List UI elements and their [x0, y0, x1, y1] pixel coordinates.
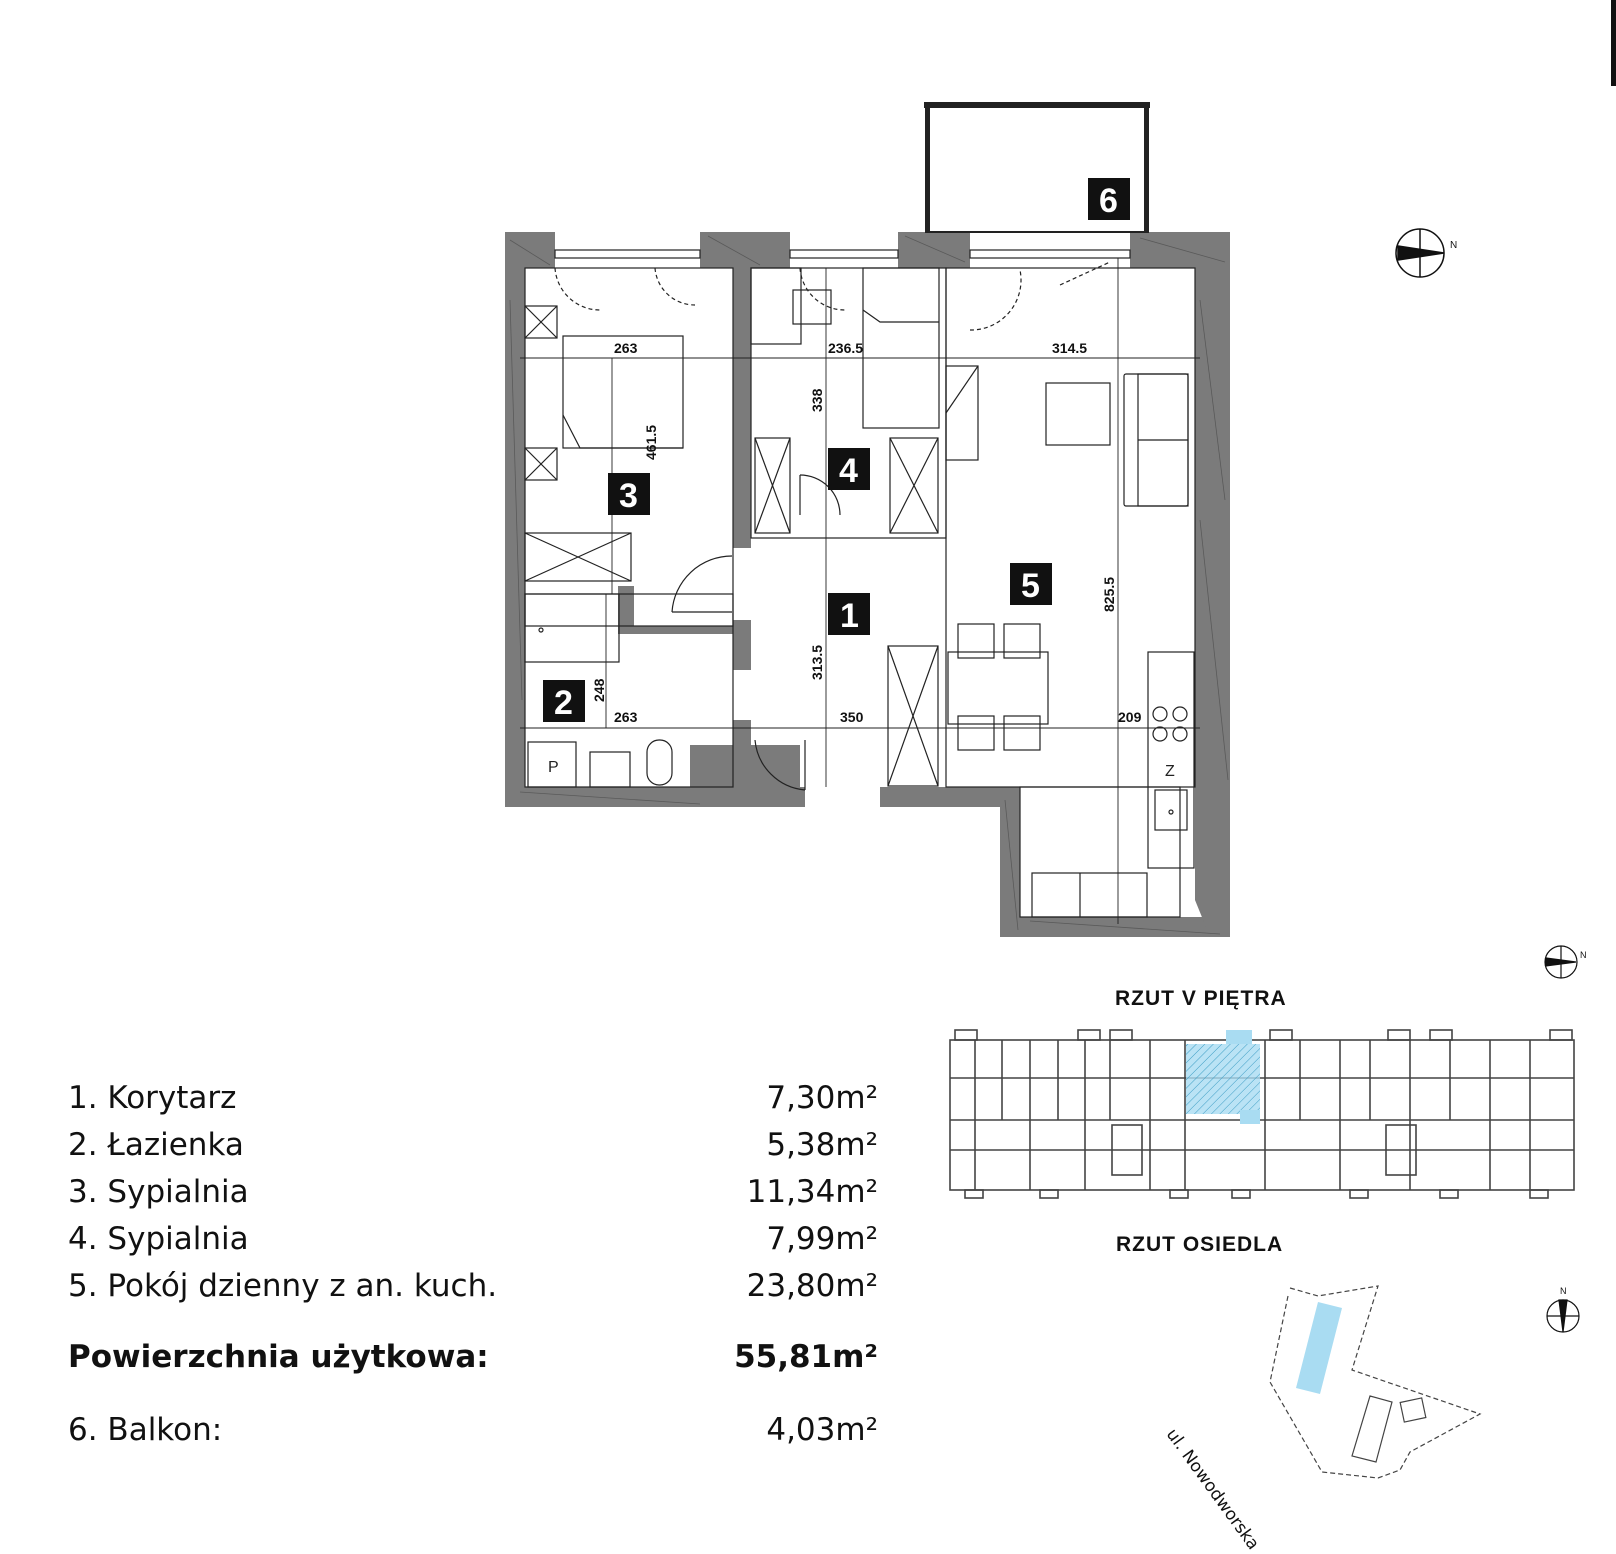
room-name: 2. Łazienka [68, 1127, 244, 1163]
area-row-2: 2. Łazienka 5,38m² [68, 1127, 878, 1174]
walls [505, 232, 1230, 937]
floor-highlight [1186, 1030, 1260, 1124]
room-label-2: 2 [554, 684, 573, 722]
site-plan-title: RZUT OSIEDLA [1116, 1233, 1284, 1256]
balcony-label: 6. Balkon: [68, 1412, 223, 1448]
area-row-1: 1. Korytarz 7,30m² [68, 1080, 878, 1127]
total-area-value: 55,81m² [734, 1339, 878, 1375]
svg-text:N: N [1580, 950, 1587, 960]
site-buildings [1296, 1302, 1427, 1463]
floor-key-plan [949, 1029, 1575, 1199]
fridge-label: Z [1165, 763, 1175, 780]
site-plan [1269, 1285, 1482, 1479]
room-label-5: 5 [1021, 567, 1040, 605]
room-label-6: 6 [1099, 182, 1118, 220]
dim-room4-depth: 338 [809, 388, 825, 412]
dim-corridor-width: 350 [840, 709, 864, 725]
dim-room2-width: 263 [614, 709, 638, 725]
dim-room4-width: 236.5 [828, 340, 863, 356]
room-labels: 1 2 3 4 5 6 [543, 178, 1130, 722]
north-arrow-icon: N [1546, 1286, 1580, 1333]
area-list: 1. Korytarz 7,30m² 2. Łazienka 5,38m² 3.… [68, 1080, 878, 1459]
dim-room5-width: 314.5 [1052, 340, 1087, 356]
svg-text:N: N [1450, 240, 1457, 251]
floor-plan-title: RZUT V PIĘTRA [1115, 987, 1287, 1010]
room-name: 5. Pokój dzienny z an. kuch. [68, 1268, 498, 1304]
room-outlines [524, 249, 1196, 918]
dim-kitchen-width: 209 [1118, 709, 1142, 725]
room-area: 5,38m² [766, 1127, 878, 1163]
total-area-row: Powierzchnia użytkowa: 55,81m² [68, 1339, 878, 1386]
room-label-3: 3 [619, 477, 638, 515]
total-area-label: Powierzchnia użytkowa: [68, 1339, 489, 1375]
room-area: 11,34m² [746, 1174, 878, 1210]
dim-corridor-depth: 313.5 [809, 645, 825, 680]
room-area: 7,30m² [766, 1080, 878, 1116]
area-row-5: 5. Pokój dzienny z an. kuch. 23,80m² [68, 1268, 878, 1315]
room-name: 1. Korytarz [68, 1080, 237, 1116]
compass-icon: N [1395, 228, 1457, 278]
room-name: 4. Sypialnia [68, 1221, 249, 1257]
room-area: 7,99m² [766, 1221, 878, 1257]
balcony-row: 6. Balkon: 4,03m² [68, 1412, 878, 1459]
dim-room3-width: 263 [614, 340, 638, 356]
room-area: 23,80m² [746, 1268, 878, 1304]
corner-mark [1611, 0, 1616, 86]
compass-small-icon: N [1544, 945, 1587, 979]
room-label-1: 1 [840, 597, 859, 635]
wall-texture [509, 235, 1229, 935]
area-row-4: 4. Sypialnia 7,99m² [68, 1221, 878, 1268]
furniture [524, 267, 1195, 918]
washer-label: P [548, 759, 559, 776]
svg-text:N: N [1560, 1286, 1567, 1296]
room-name: 3. Sypialnia [68, 1174, 249, 1210]
area-row-3: 3. Sypialnia 11,34m² [68, 1174, 878, 1221]
room-label-4: 4 [839, 452, 858, 490]
dim-room5-depth: 825.5 [1101, 577, 1117, 612]
dim-room3-depth: 461.5 [643, 425, 659, 460]
dim-room2-depth: 248 [591, 678, 607, 702]
balcony-area: 4,03m² [766, 1412, 878, 1448]
